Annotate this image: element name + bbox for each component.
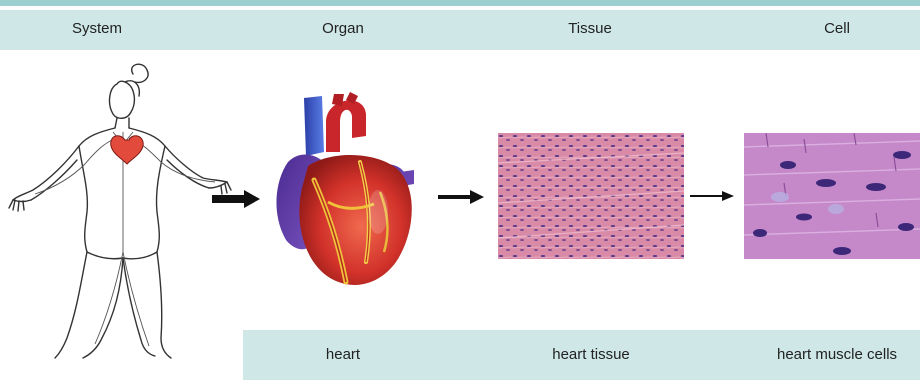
label-cell: Cell (824, 20, 850, 37)
label-heart-tissue: heart tissue (552, 346, 630, 363)
level-header-bar: System Organ Tissue Cell (0, 10, 920, 50)
arrow-icon (438, 190, 484, 204)
label-system: System (72, 20, 122, 37)
label-tissue: Tissue (568, 20, 612, 37)
label-organ: Organ (322, 20, 364, 37)
top-accent-strip (0, 0, 920, 6)
human-body-figure (5, 62, 235, 362)
label-heart: heart (326, 346, 360, 363)
cell-micrograph (744, 133, 920, 259)
tissue-micrograph (498, 133, 684, 259)
arrow-icon (212, 190, 260, 208)
label-footer-bar: heart heart tissue heart muscle cells (243, 330, 920, 380)
label-heart-muscle-cells: heart muscle cells (777, 346, 897, 363)
arrow-icon (690, 190, 734, 202)
heart-organ-image (268, 92, 420, 292)
